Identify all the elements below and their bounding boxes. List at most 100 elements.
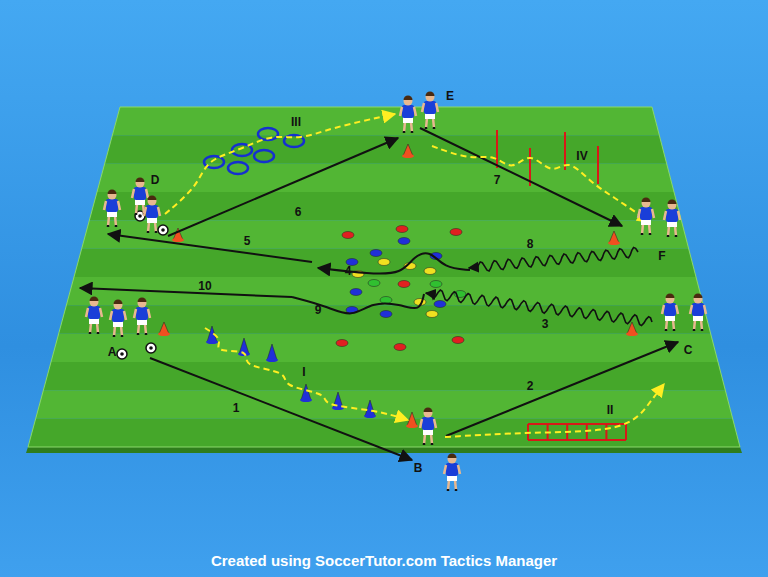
callout-label: B	[414, 462, 423, 474]
marker-disc	[398, 238, 410, 245]
marker-disc	[398, 281, 410, 288]
player-legs	[424, 434, 432, 444]
cone	[365, 400, 375, 416]
marker-disc	[394, 344, 406, 351]
player-hair	[448, 454, 457, 459]
player-boots	[426, 127, 434, 129]
player-arms	[420, 419, 436, 428]
marker-disc	[336, 340, 348, 347]
player-boots	[642, 233, 650, 235]
player-arms	[104, 201, 120, 210]
player-boots	[668, 235, 676, 237]
player-arms	[662, 305, 678, 314]
player-arms	[422, 103, 438, 112]
player-boots	[136, 213, 144, 215]
callout-label: 2	[527, 380, 534, 392]
player	[104, 190, 120, 228]
ball	[158, 225, 168, 235]
player	[134, 298, 150, 336]
player	[444, 454, 460, 492]
player-legs	[136, 204, 144, 214]
callout-label: 5	[244, 235, 251, 247]
player-arms	[144, 207, 160, 216]
player-head	[404, 97, 413, 106]
marker-disc	[396, 226, 408, 233]
run-line	[205, 328, 408, 420]
pitch-stripe	[89, 192, 681, 220]
callout-label: 6	[295, 206, 302, 218]
callout-label: 8	[527, 238, 534, 250]
player-hair	[114, 300, 123, 305]
callout-label: I	[302, 366, 305, 378]
cone-base	[158, 332, 170, 336]
pass-line	[426, 290, 652, 326]
cone-base	[206, 340, 218, 344]
player	[110, 300, 126, 338]
pass-line	[420, 128, 622, 226]
player-shirt	[664, 303, 676, 316]
player	[86, 297, 102, 335]
player-legs	[668, 226, 676, 236]
player-shirt	[136, 307, 148, 320]
player-shirt	[446, 463, 458, 476]
player-shirt	[112, 309, 124, 322]
cone-base	[626, 332, 638, 336]
player-shirt	[134, 187, 146, 200]
player	[690, 294, 706, 332]
pitch-stripe	[105, 135, 667, 163]
player-legs	[448, 480, 456, 490]
ball	[117, 349, 127, 359]
pitch-stripe	[74, 249, 696, 277]
pass-line	[150, 358, 412, 460]
player-boots	[90, 332, 98, 334]
slalom-pole	[597, 146, 599, 184]
player-arms	[664, 211, 680, 220]
player-arms	[134, 309, 150, 318]
callout-label: D	[151, 174, 160, 186]
callout-label: F	[658, 250, 665, 262]
run-line	[165, 114, 395, 214]
pitch-outline	[28, 107, 740, 447]
callout-label: 1	[233, 402, 240, 414]
pass-line	[318, 253, 470, 273]
marker-disc	[368, 280, 380, 287]
callout-label: 7	[494, 174, 501, 186]
player-head	[666, 295, 675, 304]
cone-base	[608, 241, 620, 245]
marker-disc	[380, 297, 392, 304]
player-arms	[110, 311, 126, 320]
pass-line	[469, 248, 638, 271]
callout-label: A	[108, 346, 117, 358]
ball-patch	[120, 352, 124, 356]
player-legs	[90, 323, 98, 333]
marker-disc	[350, 289, 362, 296]
player-arms	[690, 305, 706, 314]
pitch-stripe	[97, 164, 674, 192]
ball-patch	[149, 346, 153, 350]
player	[638, 198, 654, 236]
player-legs	[404, 122, 412, 132]
player-legs	[108, 216, 116, 226]
player-head	[148, 197, 157, 206]
player-legs	[138, 324, 146, 334]
callout-label: 10	[198, 280, 211, 292]
player-boots	[404, 131, 412, 133]
player	[144, 196, 160, 234]
marker-disc	[430, 281, 442, 288]
player-legs	[666, 320, 674, 330]
pitch-stripe	[66, 277, 703, 305]
player-boots	[424, 443, 432, 445]
player-head	[114, 301, 123, 310]
agility-ring	[254, 150, 274, 162]
marker-disc	[452, 337, 464, 344]
player	[662, 294, 678, 332]
marker-disc	[370, 250, 382, 257]
player-hair	[138, 298, 147, 303]
cone-base	[300, 398, 312, 402]
marker-disc	[380, 311, 392, 318]
player-head	[136, 179, 145, 188]
player-shirt	[106, 199, 118, 212]
marker-disc	[378, 259, 390, 266]
player-shirt	[666, 209, 678, 222]
cone	[267, 344, 277, 360]
